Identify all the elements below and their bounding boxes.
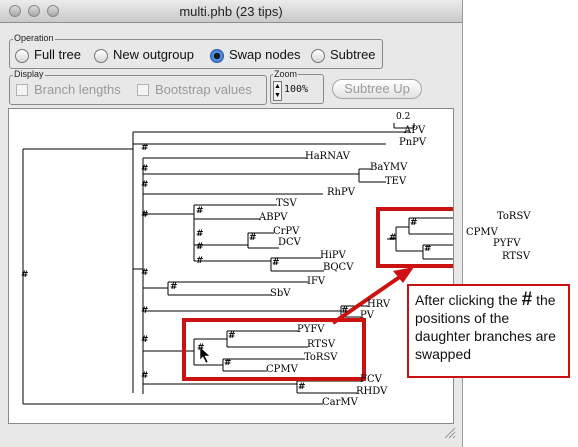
tip-label: HiPV	[320, 250, 346, 261]
tip-label: APV	[404, 125, 426, 136]
branch-lengths-checkbox[interactable]	[16, 84, 28, 96]
tip-label: HaRNAV	[305, 151, 350, 162]
resize-grip-icon[interactable]	[442, 425, 456, 439]
annotation-hash-symbol: #	[521, 289, 533, 310]
node-swap-marker[interactable]: #	[141, 268, 149, 278]
operation-legend: Operation	[13, 33, 55, 43]
radio-label-full-tree[interactable]: Full tree	[34, 47, 81, 62]
tip-label: ABPV	[259, 212, 288, 223]
tip-label: HRV	[367, 299, 391, 310]
tip-label: PYFV	[297, 324, 325, 335]
tip-label: BQCV	[323, 262, 354, 273]
display-group	[9, 75, 267, 105]
tip-label: IFV	[307, 276, 326, 287]
tree-canvas[interactable]	[8, 108, 454, 424]
node-swap-marker[interactable]: #	[196, 242, 204, 252]
window-title: multi.phb (23 tips)	[179, 4, 283, 19]
node-swap-marker[interactable]: #	[141, 180, 149, 190]
app-window: multi.phb (23 tips) Operation Full tree …	[0, 0, 463, 447]
tip-label: PV	[360, 310, 374, 321]
tip-label: RhPV	[327, 187, 355, 198]
node-swap-marker[interactable]: #	[170, 282, 178, 292]
callout-tip-label: PYFV	[493, 238, 521, 249]
callout-tip-label: RTSV	[502, 251, 531, 262]
node-swap-marker[interactable]: #	[196, 229, 204, 239]
node-swap-marker[interactable]: #	[389, 233, 397, 243]
tip-label: CPMV	[266, 364, 298, 375]
close-window-icon[interactable]	[9, 5, 21, 17]
tip-label: BaYMV	[370, 162, 408, 173]
tip-label: DCV	[278, 237, 301, 248]
node-swap-marker[interactable]: #	[224, 358, 232, 368]
bootstrap-values-checkbox[interactable]	[137, 84, 149, 96]
subtree-up-button[interactable]: Subtree Up	[332, 79, 422, 99]
node-swap-marker[interactable]: #	[249, 233, 257, 243]
radio-swap-nodes[interactable]	[210, 49, 224, 63]
node-swap-marker[interactable]: #	[196, 206, 204, 216]
title-bar: multi.phb (23 tips)	[0, 0, 462, 23]
zoom-value: 100%	[284, 84, 309, 95]
node-swap-marker[interactable]: #	[197, 343, 205, 353]
bootstrap-values-label: Bootstrap values	[155, 82, 252, 97]
annotation-prefix: After clicking the	[415, 292, 518, 308]
node-swap-marker[interactable]: #	[21, 270, 29, 280]
zoom-stepper[interactable]: ▲▼	[273, 81, 282, 101]
node-swap-marker[interactable]: #	[410, 218, 418, 228]
swap-annotation-box: After clicking the # the positions of th…	[407, 284, 570, 378]
node-swap-marker[interactable]: #	[141, 164, 149, 174]
radio-label-new-outgroup[interactable]: New outgroup	[113, 47, 194, 62]
node-swap-marker[interactable]: #	[141, 335, 149, 345]
node-swap-marker[interactable]: #	[141, 306, 149, 316]
tip-label: ToRSV	[304, 352, 338, 363]
tip-label: CarMV	[322, 397, 358, 408]
node-swap-marker[interactable]: #	[141, 210, 149, 220]
tree-svg	[22, 123, 453, 405]
tip-label: FCV	[360, 374, 382, 385]
node-swap-marker[interactable]: #	[424, 244, 432, 254]
tip-label: RTSV	[307, 339, 336, 350]
tip-label: RHDV	[356, 386, 388, 397]
scale-bar-label: 0.2	[396, 112, 411, 122]
radio-full-tree[interactable]	[15, 49, 29, 63]
node-swap-marker[interactable]: #	[196, 256, 204, 266]
node-swap-marker[interactable]: #	[298, 382, 306, 392]
tip-label: SbV	[270, 288, 291, 299]
branch-lengths-label: Branch lengths	[34, 82, 121, 97]
minimize-window-icon[interactable]	[28, 5, 40, 17]
tip-label: TSV	[276, 198, 297, 209]
callout-tip-label: ToRSV	[497, 211, 531, 222]
node-swap-marker[interactable]: #	[272, 258, 280, 268]
tip-label: TEV	[385, 176, 407, 187]
node-swap-marker[interactable]: #	[341, 306, 349, 316]
radio-subtree[interactable]	[311, 49, 325, 63]
display-legend: Display	[13, 69, 45, 79]
tip-label: CrPV	[273, 226, 300, 237]
operation-group	[9, 39, 383, 69]
callout-tip-label: CPMV	[466, 227, 498, 238]
annotation-suffix: the positions of the daughter branches a…	[415, 292, 556, 362]
zoom-legend: Zoom	[273, 69, 299, 79]
radio-label-subtree[interactable]: Subtree	[330, 47, 376, 62]
radio-label-swap-nodes[interactable]: Swap nodes	[229, 47, 301, 62]
node-swap-marker[interactable]: #	[141, 371, 149, 381]
node-swap-marker[interactable]: #	[228, 331, 236, 341]
tip-label: PnPV	[399, 137, 427, 148]
node-swap-marker[interactable]: #	[141, 143, 149, 153]
zoom-window-icon[interactable]	[47, 5, 59, 17]
radio-new-outgroup[interactable]	[94, 49, 108, 63]
